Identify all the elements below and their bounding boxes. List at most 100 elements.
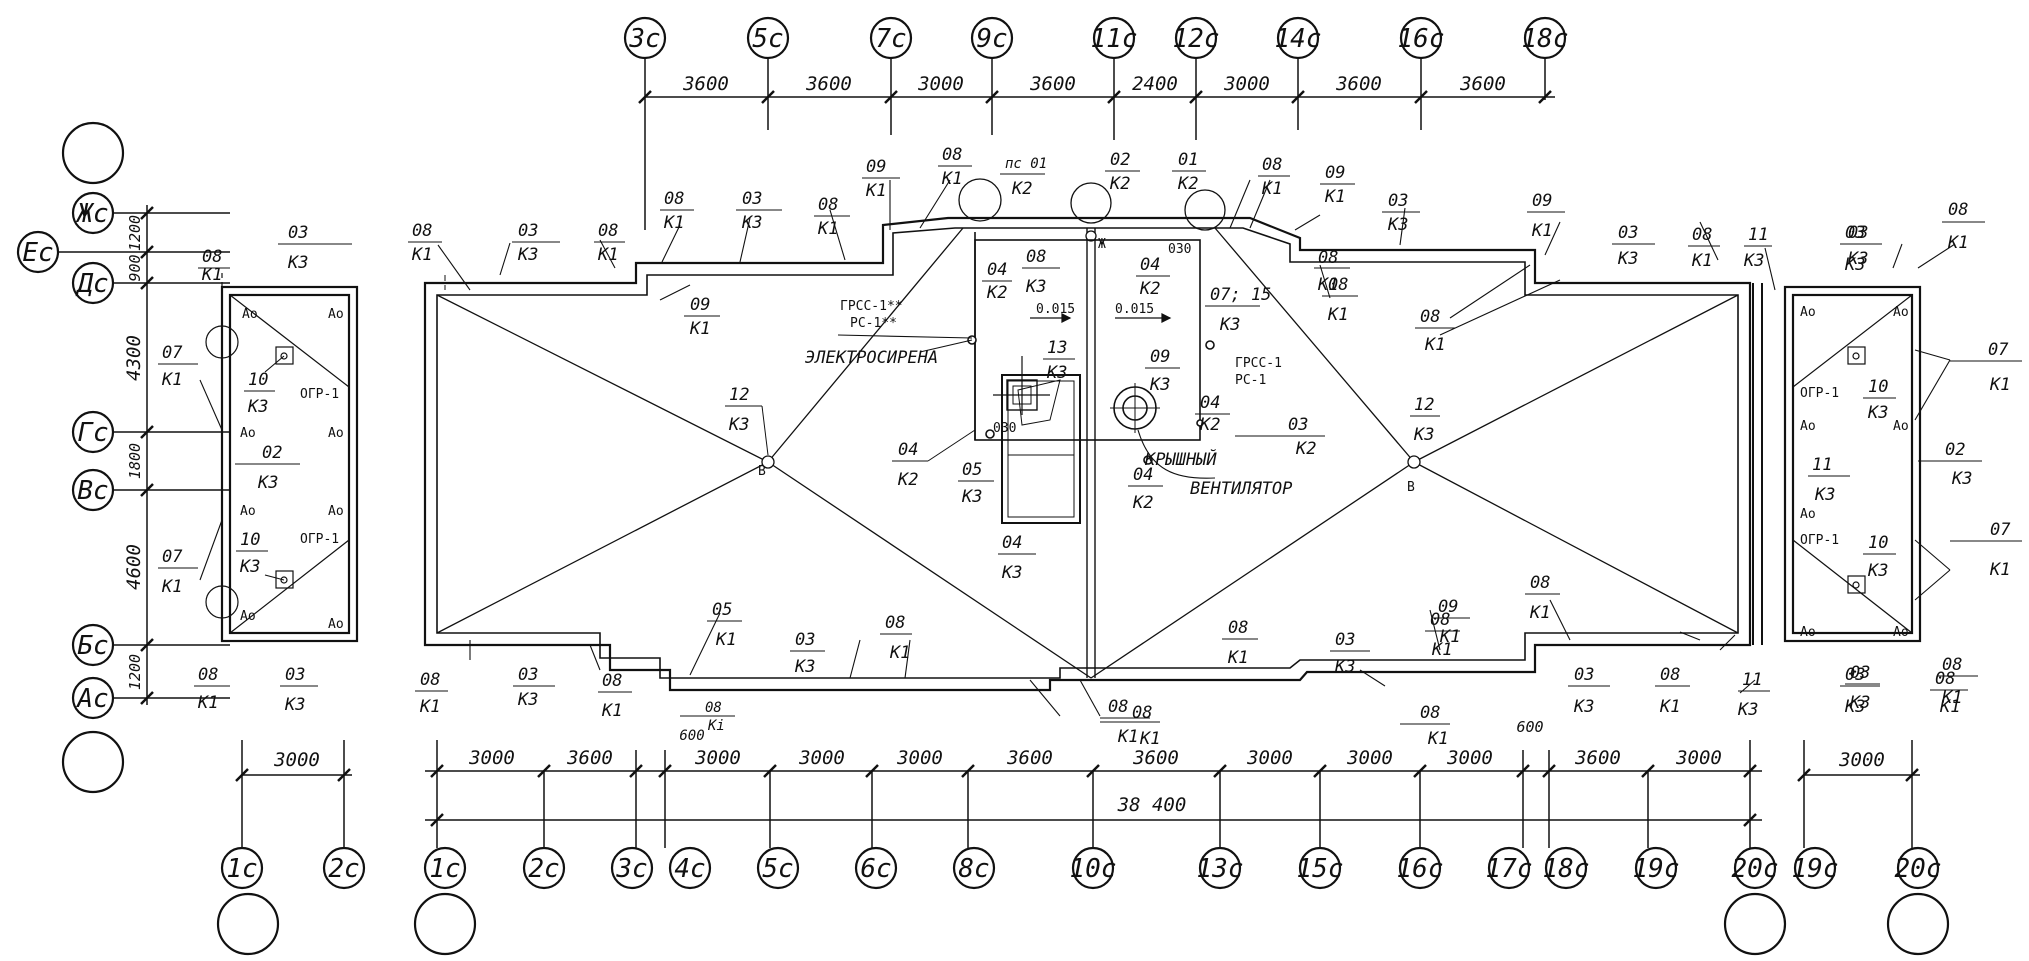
svg-text:09: 09 (690, 295, 710, 315)
axis-label: 7c (875, 24, 906, 54)
svg-text:03: 03 (1848, 223, 1868, 243)
axis-label: 19c (1633, 854, 1680, 884)
dimension-label: 2400 (1132, 73, 1178, 95)
svg-text:03: 03 (795, 630, 815, 650)
svg-text:09: 09 (1438, 597, 1458, 617)
svg-text:11: 11 (1748, 225, 1768, 245)
ridge-label: Ж (1098, 237, 1106, 252)
main-roof-outline (423, 216, 1763, 692)
svg-text:К1: К1 (1939, 697, 1960, 717)
drain-label: Ао (1893, 625, 1909, 640)
central-equipment: 0.015 0.015 030 030 ГРСС-1** РС-1** ГРСС… (758, 232, 1415, 524)
axis-label: 19c (1792, 854, 1839, 884)
dimension-label: 3000 (1223, 73, 1270, 95)
svg-text:К1: К1 (663, 213, 684, 233)
svg-text:К2: К2 (1139, 279, 1160, 299)
svg-text:08: 08 (1420, 307, 1440, 327)
svg-text:К2: К2 (1295, 439, 1316, 459)
svg-text:К1: К1 (1227, 648, 1248, 668)
dimension-label: 3600 (1132, 747, 1179, 769)
svg-text:К1: К1 (1659, 697, 1680, 717)
fence-label: ОГР-1 (300, 532, 339, 547)
svg-text:К1: К1 (817, 219, 838, 239)
axis-label: Аc (75, 684, 108, 714)
svg-text:К3: К3 (517, 690, 538, 710)
svg-text:К2: К2 (897, 470, 918, 490)
svg-text:К1: К1 (1424, 335, 1445, 355)
svg-text:04: 04 (987, 260, 1007, 280)
axis-label: 16c (1398, 24, 1445, 54)
svg-text:К1: К1 (1327, 305, 1348, 325)
svg-text:08: 08 (1132, 703, 1152, 723)
svg-text:К1: К1 (1531, 221, 1552, 241)
drain-label: Ао (242, 307, 258, 322)
drain-label: Ао (1800, 419, 1816, 434)
equipment-label: ЭЛЕКТРОСИРЕНА (805, 348, 938, 368)
axis-label: 11c (1091, 24, 1138, 54)
svg-text:09: 09 (866, 157, 886, 177)
svg-text:08: 08 (1692, 225, 1712, 245)
svg-text:К3: К3 (1844, 255, 1865, 275)
axis-label: 3c (615, 854, 647, 884)
svg-text:09: 09 (1150, 347, 1170, 367)
svg-text:03: 03 (518, 221, 538, 241)
axis-label: Вc (77, 476, 108, 506)
svg-text:08: 08 (198, 665, 218, 685)
axis-label: Бc (77, 631, 108, 661)
svg-text:К1: К1 (1989, 375, 2010, 395)
svg-text:К3: К3 (1951, 469, 1972, 489)
svg-text:К3: К3 (1219, 315, 1240, 335)
svg-text:09: 09 (1532, 191, 1552, 211)
svg-text:К3: К3 (1849, 693, 1870, 713)
svg-text:К1: К1 (941, 169, 962, 189)
svg-text:03: 03 (1618, 223, 1638, 243)
svg-text:К3: К3 (1847, 249, 1868, 269)
svg-text:К1: К1 (1431, 640, 1452, 660)
svg-text:03: 03 (1335, 630, 1355, 650)
svg-text:09: 09 (1325, 163, 1345, 183)
dimension-label: 3000 (694, 747, 741, 769)
svg-text:10: 10 (1868, 533, 1888, 553)
svg-text:К1: К1 (689, 319, 710, 339)
axis-label: 10c (1070, 854, 1117, 884)
dimension-label: 1800 (126, 443, 144, 479)
dimension-label: 600 (679, 728, 704, 744)
svg-text:К1: К1 (161, 577, 182, 597)
svg-text:08: 08 (1935, 669, 1955, 689)
drain-label: Ао (328, 504, 344, 519)
axis-label: Дc (75, 269, 108, 299)
svg-text:К1: К1 (597, 245, 618, 265)
axis-label: 13c (1197, 854, 1244, 884)
drain-label: Ао (328, 307, 344, 322)
svg-text:К3: К3 (1867, 403, 1888, 423)
svg-text:04: 04 (1140, 255, 1160, 275)
svg-text:К3: К3 (1844, 697, 1865, 717)
svg-text:К1: К1 (1139, 729, 1160, 749)
svg-text:08: 08 (1660, 665, 1680, 685)
svg-text:07; 15: 07; 15 (1210, 285, 1271, 305)
svg-text:К3: К3 (1743, 251, 1764, 271)
